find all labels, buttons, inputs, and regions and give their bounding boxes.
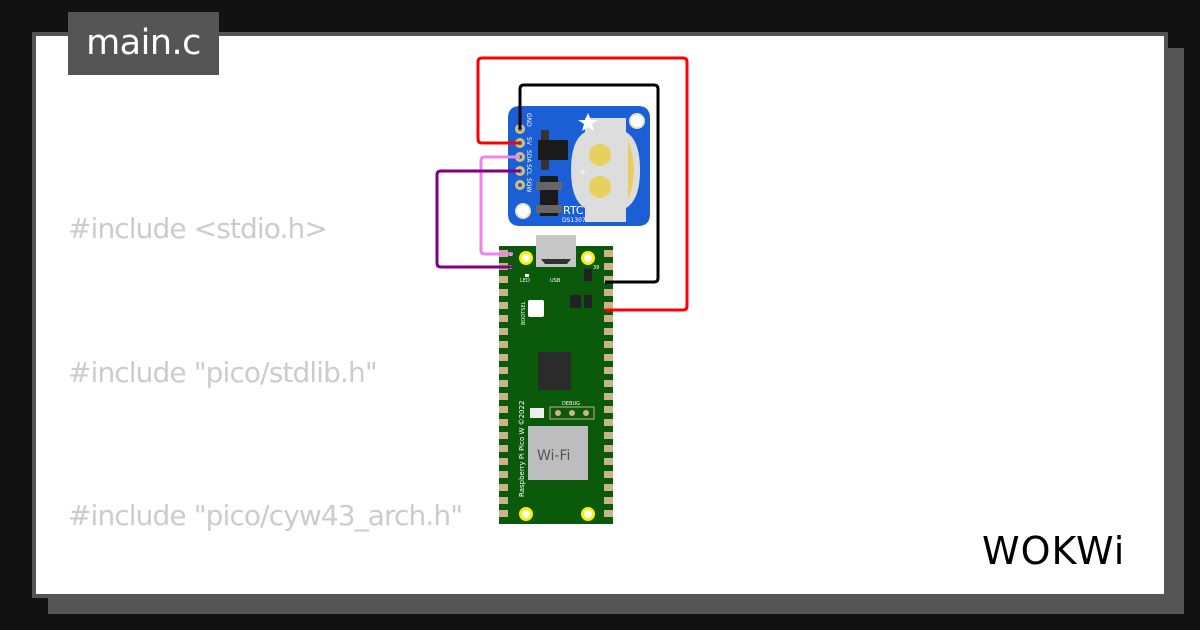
rtc-module[interactable]: + GND 5V SDA SCL SQW RTC DS1307 bbox=[508, 106, 650, 226]
wifi-label: Wi-Fi bbox=[537, 448, 570, 464]
wire-sda[interactable] bbox=[479, 155, 520, 256]
pin-label: SDA bbox=[525, 150, 532, 163]
pin-label: GND bbox=[525, 113, 532, 127]
board-name: Raspberry Pi Pico W ©2022 bbox=[518, 401, 526, 497]
bootsel-label: BOOTSEL bbox=[521, 301, 527, 325]
rtc-chip: DS1307 bbox=[562, 217, 586, 224]
file-tab[interactable]: main.c bbox=[68, 12, 219, 75]
wire-gnd[interactable] bbox=[518, 83, 660, 284]
usb-label: USB bbox=[550, 278, 561, 284]
led-label: LED bbox=[520, 278, 530, 284]
rp2040-chip bbox=[538, 352, 571, 390]
pin-label: SQW bbox=[525, 178, 532, 193]
code-line: #include <stdio.h> bbox=[68, 212, 328, 246]
wire-5v[interactable] bbox=[476, 56, 689, 312]
code-listing: #include <stdio.h> #include "pico/stdlib… bbox=[68, 110, 807, 594]
pin-label: 5V bbox=[525, 137, 532, 146]
pico-w-board[interactable]: 1 2 39 LED USB BOOTSEL DEBUG Wi-Fi Raspb… bbox=[499, 235, 613, 524]
wifi-module bbox=[528, 426, 588, 480]
pin39-label: 39 bbox=[593, 265, 599, 271]
rtc-title: RTC bbox=[563, 204, 584, 217]
svg-text:+: + bbox=[579, 168, 587, 178]
wire-scl[interactable] bbox=[435, 169, 520, 269]
svg-text:WOKWi: WOKWi bbox=[982, 529, 1125, 573]
code-line: #include "pico/cyw43_arch.h" bbox=[68, 498, 463, 532]
bootsel-button[interactable] bbox=[528, 300, 544, 317]
adafruit-star-icon bbox=[578, 113, 598, 131]
pin-label: SCL bbox=[525, 164, 532, 176]
debug-label: DEBUG bbox=[562, 401, 580, 407]
wokwi-logo: WOKWi bbox=[982, 529, 1125, 573]
code-line: #include "pico/stdlib.h" bbox=[68, 355, 378, 389]
